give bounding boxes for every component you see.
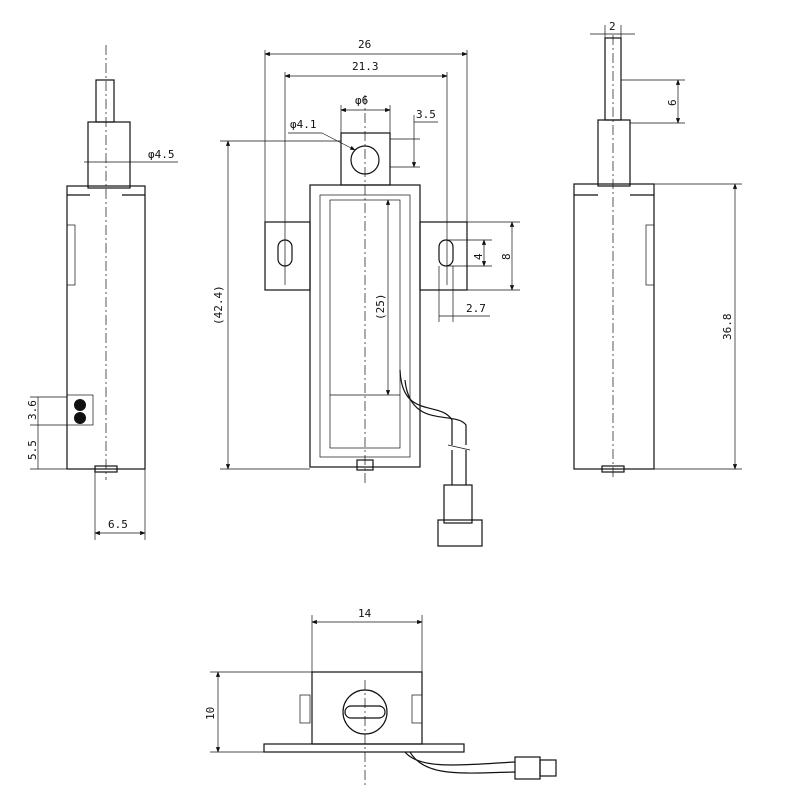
dim-front-26: 26	[358, 38, 371, 51]
right-mount-slot	[438, 239, 454, 267]
dim-front-phi4-1: φ4.1	[290, 118, 317, 131]
dim-left-6-5: 6.5	[108, 518, 128, 531]
dim-front-2-7: 2.7	[466, 302, 486, 315]
right-side-view: 2 6 36.8	[573, 20, 742, 480]
wire-connector	[437, 519, 483, 547]
bottom-view: 14 10	[204, 607, 557, 785]
wire-dot-upper	[74, 399, 86, 411]
left-side-view: φ4.5 3.6 5.5 6.5	[26, 45, 178, 540]
bottom-connector	[539, 759, 557, 777]
dim-front-phi6: φ6	[355, 94, 368, 107]
dim-left-3-6: 3.6	[26, 400, 39, 420]
dim-bottom-10: 10	[204, 707, 217, 720]
front-view: 26 21.3 φ6 φ4.1 3.5 (42.4) (25) 4	[212, 38, 520, 547]
dim-front-25: (25)	[374, 294, 387, 321]
dim-front-8: 8	[500, 253, 513, 260]
dim-front-21-3: 21.3	[352, 60, 379, 73]
dim-right-2: 2	[609, 20, 616, 33]
dim-left-5-5: 5.5	[26, 440, 39, 460]
dim-right-6: 6	[666, 99, 679, 106]
dim-bottom-14: 14	[358, 607, 372, 620]
dim-right-36-8: 36.8	[721, 314, 734, 341]
dim-front-4: 4	[472, 253, 485, 260]
wire-dot-lower	[74, 412, 86, 424]
dim-left-phi4-5: φ4.5	[148, 148, 175, 161]
dim-front-3-5: 3.5	[416, 108, 436, 121]
dim-front-42-4: (42.4)	[212, 285, 225, 325]
